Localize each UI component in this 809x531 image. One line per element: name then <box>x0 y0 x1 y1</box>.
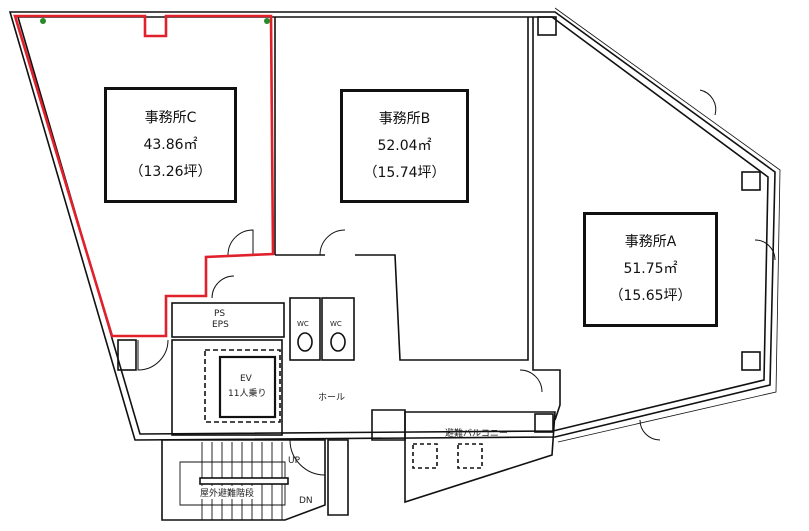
office-c-label[interactable]: 事務所C 43.86㎡ （13.26坪） <box>104 87 237 203</box>
wc-label-2: WC <box>330 320 342 328</box>
office-c-area: 43.86㎡ <box>143 136 198 153</box>
wc-room-2 <box>321 297 355 361</box>
dn-label: DN <box>299 496 313 506</box>
office-a-label[interactable]: 事務所A 51.75㎡ （15.65坪） <box>583 212 718 327</box>
office-b-area: 52.04㎡ <box>377 137 432 154</box>
ev-capacity-label: 11人乗り <box>228 389 267 399</box>
office-b-name: 事務所B <box>378 110 431 127</box>
office-c-highlight <box>13 14 275 338</box>
wc-room-1 <box>289 297 321 361</box>
stairs-outline <box>161 439 326 521</box>
office-c-tsubo: （13.26坪） <box>129 163 212 180</box>
office-c-name: 事務所C <box>144 109 197 126</box>
hall-label: ホール <box>318 393 346 403</box>
office-a-area: 51.75㎡ <box>623 261 678 277</box>
exterior-line <box>554 7 781 443</box>
ev-shaft <box>171 339 283 436</box>
ps-label: PS <box>214 309 226 319</box>
ps-eps-room <box>171 302 285 338</box>
office-b-label[interactable]: 事務所B 52.04㎡ （15.74坪） <box>340 89 469 203</box>
office-b-tsubo: （15.74坪） <box>363 164 446 181</box>
up-label: UP <box>288 456 301 466</box>
office-a-tsubo: （15.65坪） <box>609 288 692 304</box>
office-b-wall <box>274 17 529 361</box>
outer-wall <box>8 11 776 441</box>
office-a-wall <box>532 17 561 421</box>
balcony-label: 避難バルコニー <box>445 429 508 439</box>
wc-label-1: WC <box>297 320 309 328</box>
eps-label: EPS <box>212 320 229 330</box>
balcony-wall <box>404 411 556 504</box>
stairs-label: 屋外避難階段 <box>200 486 255 499</box>
ev-label: EV <box>240 374 252 384</box>
office-a-name: 事務所A <box>624 234 677 250</box>
